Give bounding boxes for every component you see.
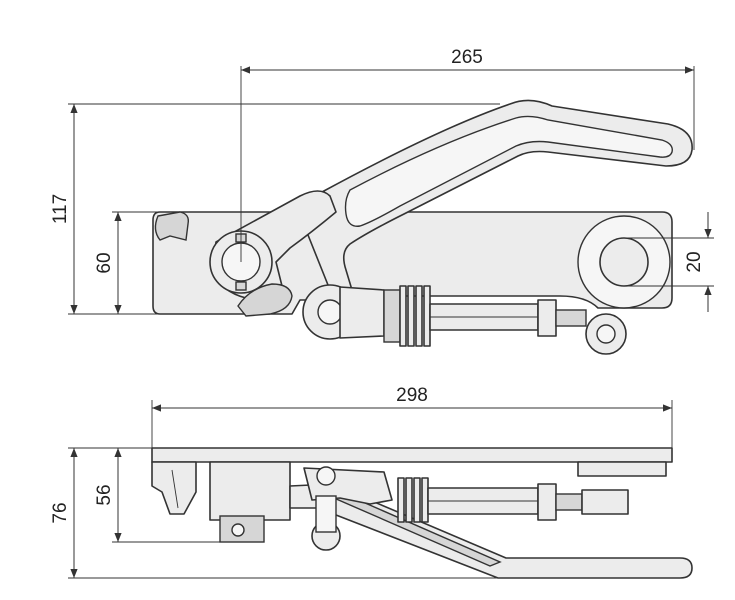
side-left-bracket (151, 461, 197, 515)
top-link-eye-hole (317, 299, 343, 325)
top-rod-end-hole (596, 324, 616, 344)
top-pivot-key-bottom (235, 281, 247, 291)
top-thread (555, 309, 587, 327)
dim-side-inner-height: 56 (94, 484, 115, 505)
side-pivot-bolt (231, 523, 245, 537)
dim-top-height: 117 (50, 194, 71, 224)
dim-top-inner-height: 60 (94, 252, 115, 273)
top-lower-cam (237, 283, 293, 317)
top-left-clip (154, 211, 190, 241)
side-view: 298 76 56 (50, 385, 693, 579)
side-right-foot (577, 461, 667, 477)
dim-top-width: 265 (451, 47, 483, 68)
side-pivot-block (209, 461, 291, 521)
top-view: 265 117 60 20 (50, 47, 714, 355)
top-lever-slot (344, 115, 673, 227)
top-hex-nut (537, 299, 557, 337)
side-link-post (315, 495, 337, 533)
dim-side-height: 76 (50, 502, 71, 523)
side-top-plate (151, 447, 673, 463)
top-spring (383, 285, 431, 347)
dim-hole-diameter: 20 (684, 251, 705, 272)
side-spring (397, 477, 429, 523)
top-right-hole (599, 237, 649, 287)
top-link-body (339, 286, 385, 339)
side-rod-end (581, 489, 629, 515)
side-hex-nut (537, 483, 557, 521)
dim-side-width: 298 (396, 385, 428, 406)
side-thread (555, 493, 583, 511)
side-link-pin (316, 466, 336, 486)
